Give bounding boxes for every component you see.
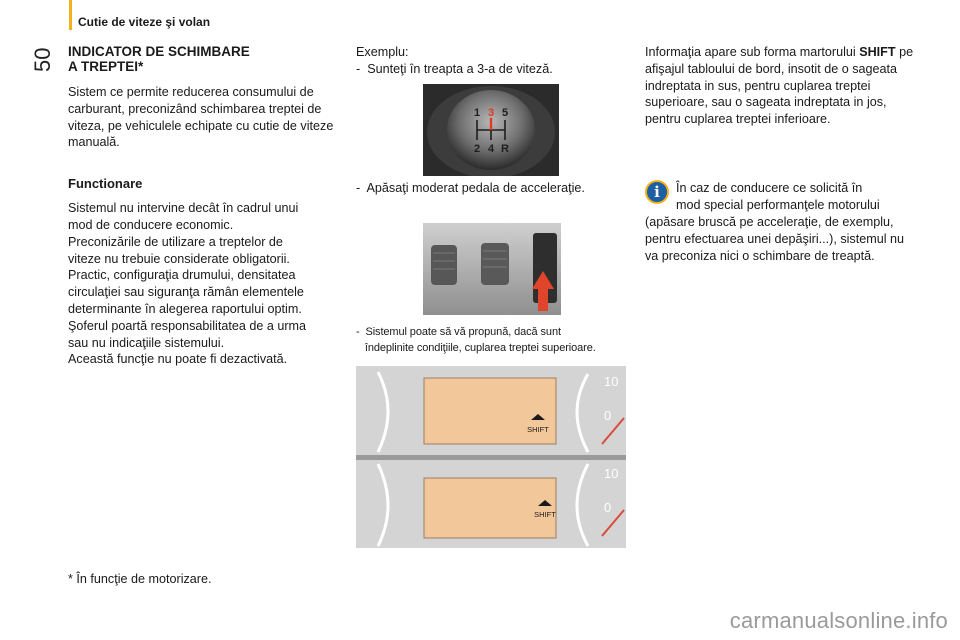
gear-knob-illustration: 1 3 5 2 4 R	[423, 84, 559, 176]
example-step-1: - Sunteţi în treapta a 3-a de viteză.	[356, 61, 553, 76]
gauge-max-label-top: 10	[604, 374, 618, 389]
page-number-wrap: 50	[30, 48, 55, 98]
pedals-illustration	[423, 223, 561, 315]
footnote: * În funcţie de motorizare.	[68, 572, 212, 586]
shift-keyword: SHIFT	[859, 45, 896, 59]
note-rest: (apăsare bruscă pe acceleraţie, de exemp…	[645, 215, 905, 263]
shift-info-rest: pe afişajul tabloului de bord, insotit d…	[645, 45, 914, 127]
functionare-line: determinante în alegerea raportului opti…	[68, 301, 302, 316]
example-step-2: - Apăsaţi moderat pedala de acceleraţie.	[356, 181, 585, 195]
functionare-line: Această funcţie nu poate fi dezactivată.	[68, 352, 288, 367]
gear-digit-3: 3	[488, 107, 494, 119]
example-step-3-line2: îndeplinite condiţiile, cuplarea treptei…	[356, 342, 596, 354]
functionare-line: viteze nu trebuie considerate obligatori…	[68, 251, 290, 266]
dashboard-photo: SHIFT 10 0 SHIFT 10 0	[356, 366, 626, 548]
gauge-min-label-top: 0	[604, 408, 611, 423]
gauge-min-label-bottom: 0	[604, 500, 611, 515]
dashboard-illustration: SHIFT 10 0 SHIFT 10 0	[356, 366, 626, 548]
example-label: Exemplu:	[356, 45, 409, 59]
shift-info-paragraph: Informaţia apare sub forma martorului SH…	[645, 44, 917, 128]
intro-paragraph: Sistem ce permite reducerea consumului d…	[68, 85, 334, 150]
gear-digit-2: 2	[474, 143, 480, 155]
shift-info-prefix: Informaţia apare sub forma martorului	[645, 45, 860, 59]
gear-digit-5: 5	[502, 107, 508, 119]
gauge-max-label-bottom: 10	[604, 466, 618, 481]
shift-indicator-bottom: SHIFT	[534, 510, 556, 519]
functionare-line: mod de conducere economic.	[68, 217, 234, 232]
watermark: carmanualsonline.info	[729, 608, 948, 633]
gear-digit-4: 4	[488, 143, 495, 155]
page-number: 50	[30, 47, 55, 72]
note-line-1: În caz de conducere ce solicită în	[676, 181, 863, 195]
section-title-line1: INDICATOR DE SCHIMBARE	[68, 44, 250, 59]
pedals-photo	[423, 223, 561, 315]
example-step-3-line1: - Sistemul poate să vă propună, dacă sun…	[356, 326, 561, 338]
functionare-line: sau nu indicaţiile sistemului.	[68, 335, 225, 350]
note-line-2: mod special performanţele motorului	[676, 198, 880, 212]
example-block: Exemplu: - Sunteţi în treapta a 3-a de v…	[356, 44, 616, 78]
functionare-line: Sistemul nu intervine decât în cadrul un…	[68, 201, 299, 216]
functionare-line: Practic, configuraţia drumului, densitat…	[68, 268, 296, 283]
functionare-line: Preconizările de utilizare a treptelor d…	[68, 234, 283, 249]
section-title-line2: A TREPTEI*	[68, 59, 144, 74]
shift-indicator-top: SHIFT	[527, 425, 549, 434]
gear-digit-1: 1	[474, 107, 480, 119]
functionare-line: circulaţiei sau siguranţa rămân elemente…	[68, 285, 304, 300]
left-column: INDICATOR DE SCHIMBARE A TREPTEI* Sistem…	[68, 44, 340, 368]
header-accent-bar	[69, 0, 72, 30]
info-icon: i	[645, 180, 669, 204]
chapter-title: Cutie de viteze şi volan	[78, 15, 211, 29]
functionare-line: Şoferul poartă responsabilitatea de a ur…	[68, 318, 307, 333]
functionare-heading: Functionare	[68, 176, 143, 192]
gear-knob-photo: 1 3 5 2 4 R	[423, 84, 559, 176]
functionare-body: Sistemul nu intervine decât în cadrul un…	[68, 200, 340, 368]
gear-digit-r: R	[501, 143, 509, 155]
